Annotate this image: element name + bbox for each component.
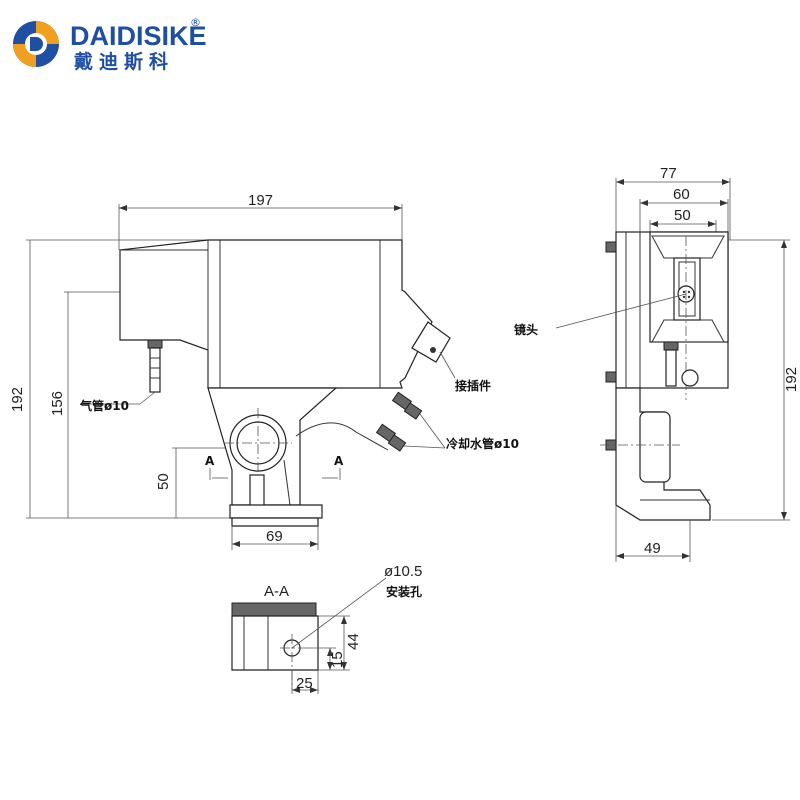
section-view: A-A ø10.5 安装孔 44 15 25 <box>231 563 422 694</box>
brand-logo <box>13 21 59 67</box>
section-title: A-A <box>264 583 289 600</box>
registered-mark: ® <box>190 16 201 29</box>
dim-hole-diameter: ø10.5 <box>384 563 422 580</box>
section-mark-left: A <box>205 454 215 468</box>
front-view: 197 192 156 50 接插件 气管ø10 <box>9 192 519 550</box>
dim-192-side: 192 <box>783 367 800 392</box>
label-connector: 接插件 <box>455 378 491 393</box>
dim-25: 25 <box>296 675 313 692</box>
dim-15: 15 <box>329 651 346 668</box>
brand-name: DAIDISIKE <box>70 21 207 51</box>
dim-192: 192 <box>9 387 26 412</box>
dim-60: 60 <box>673 186 690 203</box>
label-air-pipe: 气管ø10 <box>79 398 129 413</box>
dim-77: 77 <box>660 165 677 182</box>
dim-50-side: 50 <box>674 207 691 224</box>
section-mark-right: A <box>334 454 344 468</box>
side-view: 77 60 50 镜头 <box>514 165 800 562</box>
label-lens: 镜头 <box>514 322 538 337</box>
dim-50: 50 <box>155 473 172 490</box>
brand-name-cn: 戴迪斯科 <box>74 50 174 73</box>
dim-69: 69 <box>266 528 283 545</box>
dim-156: 156 <box>49 391 66 416</box>
label-cooling-pipe: 冷却水管ø10 <box>446 436 519 451</box>
dim-44: 44 <box>345 633 362 650</box>
label-mount-hole: 安装孔 <box>386 584 422 599</box>
cooling-pipe-fittings <box>375 391 423 452</box>
dim-197: 197 <box>248 192 273 209</box>
dim-49: 49 <box>644 540 661 557</box>
